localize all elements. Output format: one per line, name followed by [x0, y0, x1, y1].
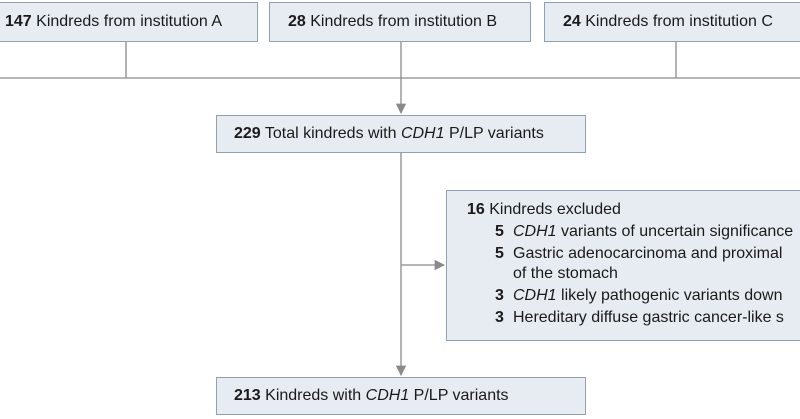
reason-description: Gastric adenocarcinoma and proximal	[513, 245, 783, 262]
total-prefix: Total kindreds with	[264, 125, 397, 142]
source-count: 147	[5, 13, 32, 30]
total-gene: CDH1	[400, 125, 445, 142]
reason-count: 3	[495, 309, 504, 326]
source-label: Kindreds from institution C	[585, 13, 773, 30]
source-box-institution-c: 24 Kindreds from institution C	[544, 2, 800, 42]
exclusion-reason: 3 Hereditary diffuse gastric cancer-like…	[467, 308, 800, 330]
reason-text: Hereditary diffuse gastric cancer-like s	[513, 308, 800, 328]
reason-text: CDH1 likely pathogenic variants down	[513, 286, 800, 306]
final-suffix: P/LP variants	[413, 387, 509, 404]
reason-description: variants of uncertain significance	[561, 223, 794, 240]
reason-count: 5	[495, 223, 504, 240]
reason-description: Hereditary diffuse gastric cancer-like s	[513, 309, 784, 326]
excluded-header: 16 Kindreds excluded	[467, 200, 800, 222]
source-box-institution-a: 147 Kindreds from institution A	[0, 2, 258, 42]
excluded-kindreds-box: 16 Kindreds excluded 5 CDH1 variants of …	[446, 190, 800, 341]
source-box-institution-b: 28 Kindreds from institution B	[269, 2, 531, 42]
exclusion-reason: 5 CDH1 variants of uncertain significanc…	[467, 222, 800, 244]
source-label: Kindreds from institution B	[310, 13, 497, 30]
excluded-label: Kindreds excluded	[489, 201, 621, 218]
excluded-count: 16	[467, 201, 485, 218]
reason-description-line2: of the stomach	[513, 265, 618, 282]
source-count: 28	[288, 13, 306, 30]
exclusion-reason: 3 CDH1 likely pathogenic variants down	[467, 286, 800, 308]
reason-gene: CDH1	[513, 287, 557, 304]
total-count: 229	[234, 125, 261, 142]
reason-description: likely pathogenic variants down	[561, 287, 783, 304]
final-count: 213	[234, 387, 261, 404]
reason-gene: CDH1	[513, 223, 557, 240]
reason-count: 3	[495, 287, 504, 304]
total-suffix: P/LP variants	[448, 125, 544, 142]
final-gene: CDH1	[365, 387, 410, 404]
reason-text: Gastric adenocarcinoma and proximal of th…	[513, 244, 800, 284]
reason-text: CDH1 variants of uncertain significance	[513, 222, 800, 242]
reason-count: 5	[495, 245, 504, 262]
final-kindreds-box: 213 Kindreds with CDH1 P/LP variants	[216, 377, 586, 415]
source-count: 24	[563, 13, 581, 30]
final-prefix: Kindreds with	[265, 387, 362, 404]
exclusion-reason: 5 Gastric adenocarcinoma and proximal of …	[467, 244, 800, 286]
total-kindreds-box: 229 Total kindreds with CDH1 P/LP varian…	[216, 115, 586, 153]
source-label: Kindreds from institution A	[36, 13, 223, 30]
